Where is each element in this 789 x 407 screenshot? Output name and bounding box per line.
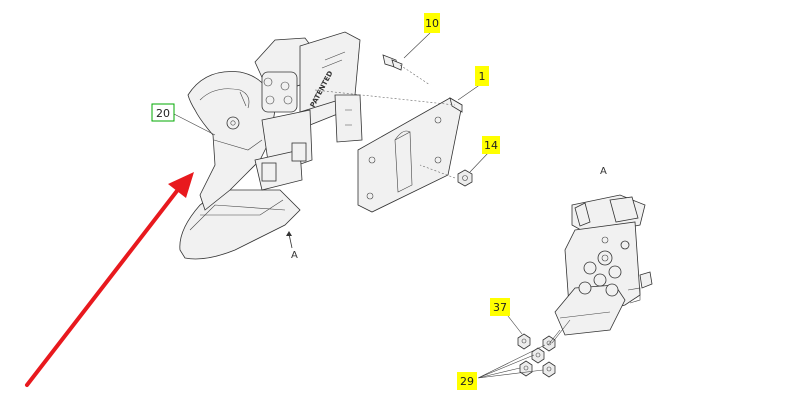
leader-14 — [469, 151, 490, 173]
part-1-mounting-plate — [357, 97, 463, 213]
leader-1 — [457, 83, 482, 101]
svg-text:20: 20 — [156, 107, 170, 120]
red-pointer-arrow — [25, 172, 194, 387]
leader-37 — [507, 315, 523, 335]
main-assembly: PATENTED — [179, 31, 363, 260]
dash-line-1 — [314, 89, 456, 106]
callout-10: 10 — [424, 13, 440, 33]
svg-text:1: 1 — [479, 70, 486, 83]
dash-line-10 — [399, 64, 431, 86]
leader-10 — [403, 32, 431, 59]
leader-20 — [173, 113, 216, 136]
part-10-bolt — [382, 54, 403, 71]
callout-14: 14 — [482, 136, 500, 154]
svg-text:10: 10 — [425, 17, 439, 30]
callout-37: 37 — [490, 298, 510, 316]
callout-29: 29 — [457, 372, 477, 390]
view-a-marker-label: A — [291, 250, 298, 261]
svg-text:29: 29 — [460, 375, 474, 388]
callout-1: 1 — [475, 66, 489, 86]
svg-text:14: 14 — [484, 139, 498, 152]
svg-text:37: 37 — [493, 301, 507, 314]
view-a-title: A — [600, 166, 607, 177]
part-14-nut — [457, 169, 473, 187]
leader-29 — [477, 344, 546, 379]
callout-20: 20 — [151, 103, 175, 122]
detail-view-a — [554, 194, 653, 336]
view-a-marker: A — [286, 231, 298, 261]
detail-leaders — [547, 319, 571, 346]
